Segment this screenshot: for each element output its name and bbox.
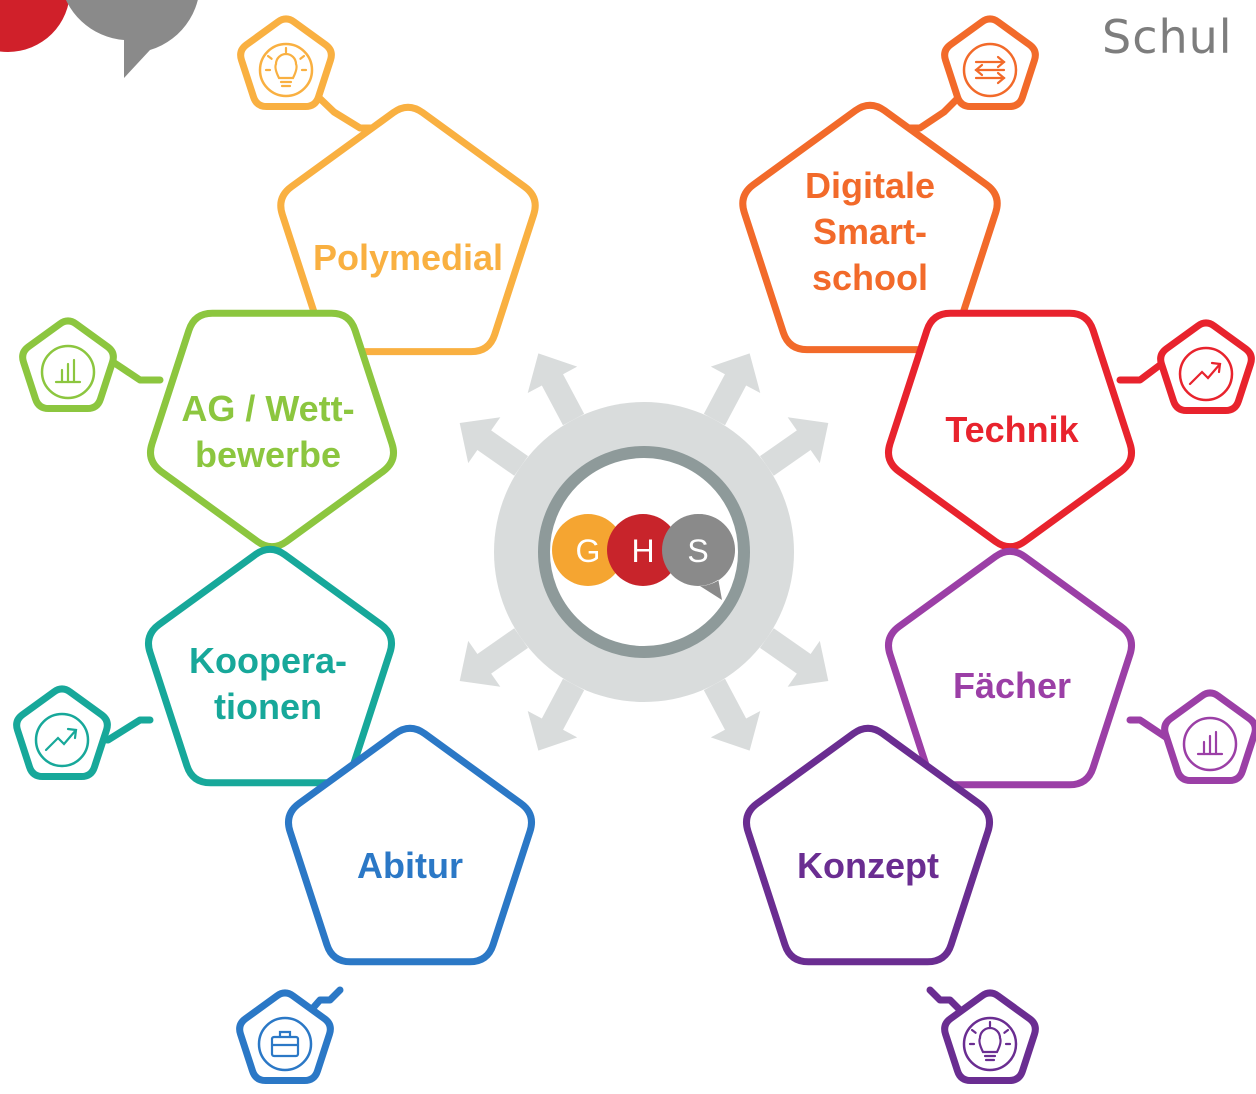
hub-arrow [703, 353, 761, 426]
node-polymedial [237, 15, 539, 356]
page-title: Schul [1102, 10, 1233, 64]
node-konzept [743, 724, 1039, 1084]
node-technik [885, 309, 1255, 551]
hub-arrow [759, 417, 829, 476]
nodes-layer [13, 15, 1256, 1084]
node-label-kooperationen: Kooper­a-tionen [138, 638, 398, 730]
trend-chart-icon-glyph [44, 727, 78, 752]
node-label-line: Digitale [804, 165, 936, 206]
logo-letter-h: H [631, 533, 654, 569]
node-label-line: Polymedial [312, 237, 504, 278]
hub-arrow [759, 628, 829, 687]
node-pentagon [147, 309, 397, 551]
trend-chart-icon-glyph [1188, 361, 1222, 386]
trend-chart-icon [1178, 346, 1234, 402]
lightbulb-icon-glyph [968, 1020, 1012, 1062]
logo-circle-h [607, 514, 679, 586]
node-label-polymedial: Polymedial [278, 235, 538, 281]
node-label-line: Technik [945, 409, 1079, 450]
node-pentagon [277, 103, 539, 356]
hub-arrow [527, 678, 585, 751]
hub-arrow [703, 678, 761, 751]
node-label-ag-wettbewerbe: AG / Wett-bewerbe [138, 386, 398, 478]
briefcase-icon-glyph [270, 1030, 300, 1058]
bar-chart-icon [1182, 716, 1238, 772]
node-pentagon [743, 724, 993, 966]
node-label-line: AG / Wett- [181, 388, 355, 429]
logo-circle-s [698, 513, 736, 600]
arrows-icon [962, 42, 1018, 98]
node-pentagon [885, 547, 1135, 789]
node-pentagon [285, 724, 535, 966]
hub-arrow [459, 628, 529, 687]
corner-logo [0, 0, 198, 78]
bar-chart-icon-glyph [1196, 730, 1224, 756]
icon-pentagon [13, 685, 111, 780]
icon-pentagon [1157, 319, 1255, 414]
hub-arrow [459, 417, 529, 476]
arrows-icon-glyph [974, 55, 1006, 85]
node-label-line: Konzept [797, 845, 939, 886]
node-label-technik: Technik [882, 407, 1142, 453]
node-label-line: Abitur [357, 845, 463, 886]
node-digitale-smartschool [739, 15, 1039, 354]
bar-chart-icon [40, 344, 96, 400]
node-pentagon [885, 309, 1135, 551]
logo-letter-s: S [687, 533, 708, 569]
hub-arrow [527, 353, 585, 426]
node-ag-wettbewerbe [19, 309, 397, 551]
logo-circle-g [552, 514, 624, 586]
node-label-line: bewerbe [194, 434, 342, 475]
node-label-line: Kooper­a- [188, 640, 347, 681]
lightbulb-icon [962, 1016, 1018, 1072]
node-label-line: Smart- [812, 211, 928, 252]
node-label-abitur: Abitur [280, 843, 540, 889]
node-label-konzept: Konzept [738, 843, 998, 889]
logo-letter-g: G [576, 533, 601, 569]
node-label-faecher: Fächer [882, 663, 1142, 709]
icon-pentagon [237, 15, 335, 110]
node-kooperationen [13, 545, 395, 787]
lightbulb-icon [258, 42, 314, 98]
lightbulb-icon-glyph [264, 46, 308, 88]
hub-arrows [459, 353, 829, 751]
bar-chart-icon-glyph [54, 358, 82, 384]
trend-chart-icon [34, 712, 90, 768]
node-abitur [236, 724, 535, 1084]
node-label-line: Fächer [952, 665, 1072, 706]
ghs-logo: G H S [552, 513, 736, 600]
node-label-line: school [811, 257, 928, 298]
briefcase-icon [257, 1016, 313, 1072]
node-label-line: tionen [214, 686, 322, 727]
node-faecher [885, 547, 1256, 789]
